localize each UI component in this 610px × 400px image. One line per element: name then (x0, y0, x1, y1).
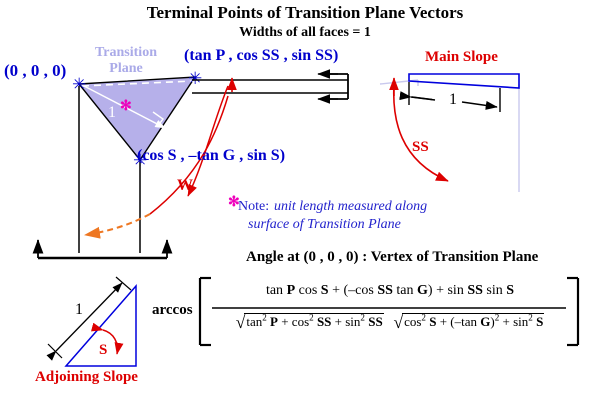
denominator-radicand-2: cos2 S + (–tan G)2 + sin2 S (402, 312, 545, 329)
note-word: Note: (238, 199, 270, 214)
angle-at-caption: Angle at (0 , 0 , 0) : Vertex of Transit… (246, 249, 539, 265)
right-angle-marker (152, 111, 164, 128)
s-angle-label: S (99, 342, 108, 358)
ss-angle-arc (392, 83, 449, 182)
transition-plane-triangle (77, 76, 197, 162)
transition-plane-label: Transition Plane (95, 45, 157, 77)
page-title: Terminal Points of Transition Plane Vect… (146, 3, 464, 22)
ss-angle-label: SS (412, 139, 429, 155)
adjoining-slope-label: Adjoining Slope (35, 369, 138, 385)
orange-dashed-arrow (84, 213, 151, 239)
plane-dashed-edge (81, 80, 194, 87)
main-slope-dimension (399, 82, 501, 112)
vertex-markers: ✳ ✳ ✳ (72, 69, 202, 171)
vertex-marker-top: ✳ (188, 69, 202, 89)
page-subtitle: Widths of all faces = 1 (239, 25, 371, 40)
main-slope-unit-label: 1 (449, 91, 457, 108)
s-angle-arc (90, 322, 124, 355)
w-vector-curve (187, 85, 229, 197)
adjoining-unit-arrow (46, 282, 123, 361)
numerator-op-1: + (332, 283, 340, 298)
numerator-term-3: sin SS sin S (447, 283, 515, 298)
numerator-term-1: tan P cos S (265, 283, 329, 298)
denominator-radicand-1: tan2 P + cos2 SS + sin2 SS (244, 312, 384, 329)
arccos-label: arccos (152, 302, 193, 318)
note-star-icon: ✻ (228, 195, 240, 210)
main-slope-shape (408, 73, 520, 89)
note-line-1: unit length measured along (274, 199, 428, 214)
formula-denominator: √tan2 P + cos2 SS + sin2 SS √cos2 S + (–… (214, 312, 566, 333)
w-vector-curve-lower (149, 95, 229, 215)
label-origin-coordinate: (0 , 0 , 0) (4, 61, 67, 80)
transition-unit-length-label: 1 (108, 104, 116, 121)
top-width-bracket (192, 69, 349, 104)
note-line-2: surface of Transition Plane (248, 217, 401, 232)
unit-length-arrow (83, 85, 166, 129)
formula-bracket (198, 276, 580, 347)
label-top-vertex-coordinate: (tan P , cos SS , sin SS) (184, 47, 339, 64)
label-bottom-vertex-coordinate: (cos S , –tan G , sin S) (137, 147, 286, 164)
radical-sign-1: √ (235, 312, 246, 332)
w-vector-label: W (177, 177, 193, 194)
numerator-term-2: (–cos SS tan G) (343, 283, 433, 298)
adjoining-slope-shape (46, 276, 137, 367)
formula-numerator: tan P cos S + (–cos SS tan G) + sin SS s… (214, 283, 566, 299)
adjoining-slope-unit-label: 1 (75, 301, 83, 318)
left-width-dimension (32, 86, 173, 260)
footnote-star-marker: ✻ (120, 99, 132, 114)
vertex-marker-origin: ✳ (72, 75, 86, 95)
numerator-op-2: + (436, 283, 444, 298)
radical-sign-2: √ (393, 312, 404, 332)
main-slope-label: Main Slope (425, 49, 498, 65)
